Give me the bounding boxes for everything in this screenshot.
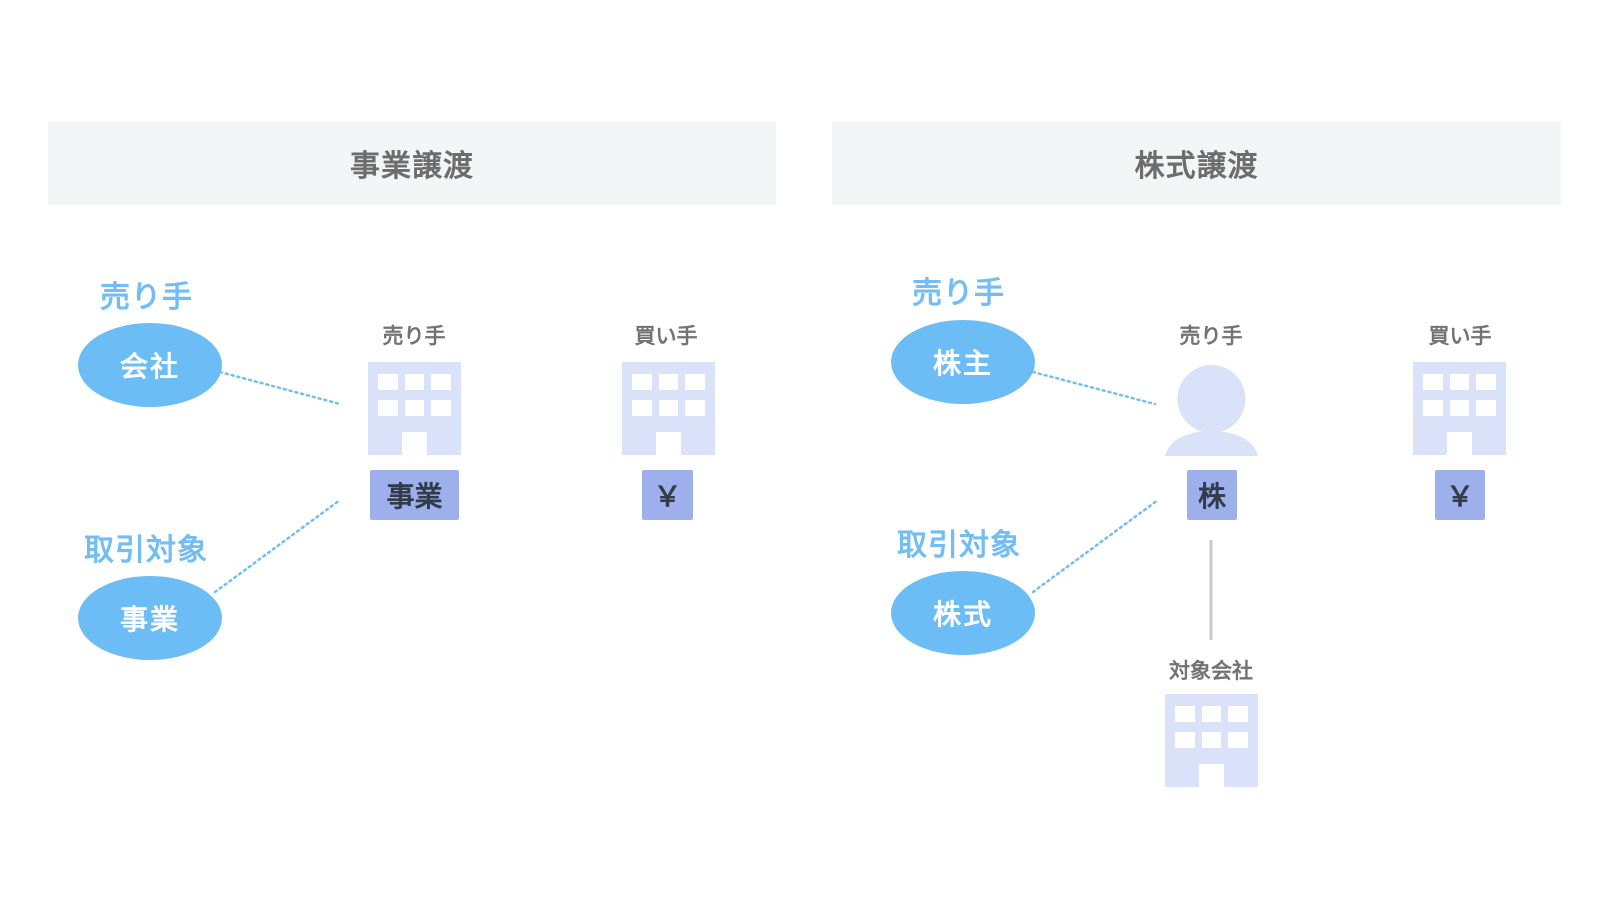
right-object-role-label: 取引対象 [897, 528, 1021, 563]
left-seller-entity: 会社 [78, 323, 222, 407]
yen-tag: ￥ [642, 470, 693, 520]
target-company-caption: 対象会社 [1169, 659, 1253, 683]
right-panel-title: 株式譲渡 [832, 121, 1561, 205]
left-seller-role-label: 売り手 [100, 280, 193, 315]
left-buyer-caption: 買い手 [634, 324, 698, 348]
left-panel-title: 事業譲渡 [48, 121, 776, 205]
building-icon [368, 362, 461, 455]
connector-business-to-seller [213, 498, 342, 594]
building-icon [1165, 694, 1258, 787]
building-icon [622, 362, 715, 455]
left-seller-caption: 売り手 [382, 324, 446, 348]
connector-company-to-seller [218, 370, 342, 406]
right-seller-entity: 株主 [891, 320, 1035, 404]
yen-tag: ￥ [1435, 470, 1485, 520]
business-tag: 事業 [370, 470, 459, 520]
right-seller-role-label: 売り手 [912, 276, 1005, 311]
connector-shareholder-to-seller [1031, 370, 1157, 406]
connector-shares-to-seller [1031, 498, 1160, 594]
right-object-entity: 株式 [891, 571, 1035, 655]
shares-tag: 株 [1187, 470, 1237, 520]
person-icon [1165, 365, 1258, 456]
right-buyer-caption: 買い手 [1428, 324, 1492, 348]
left-object-role-label: 取引対象 [84, 533, 208, 568]
building-icon [1413, 362, 1506, 455]
right-seller-caption: 売り手 [1179, 324, 1243, 348]
left-object-entity: 事業 [78, 576, 222, 660]
